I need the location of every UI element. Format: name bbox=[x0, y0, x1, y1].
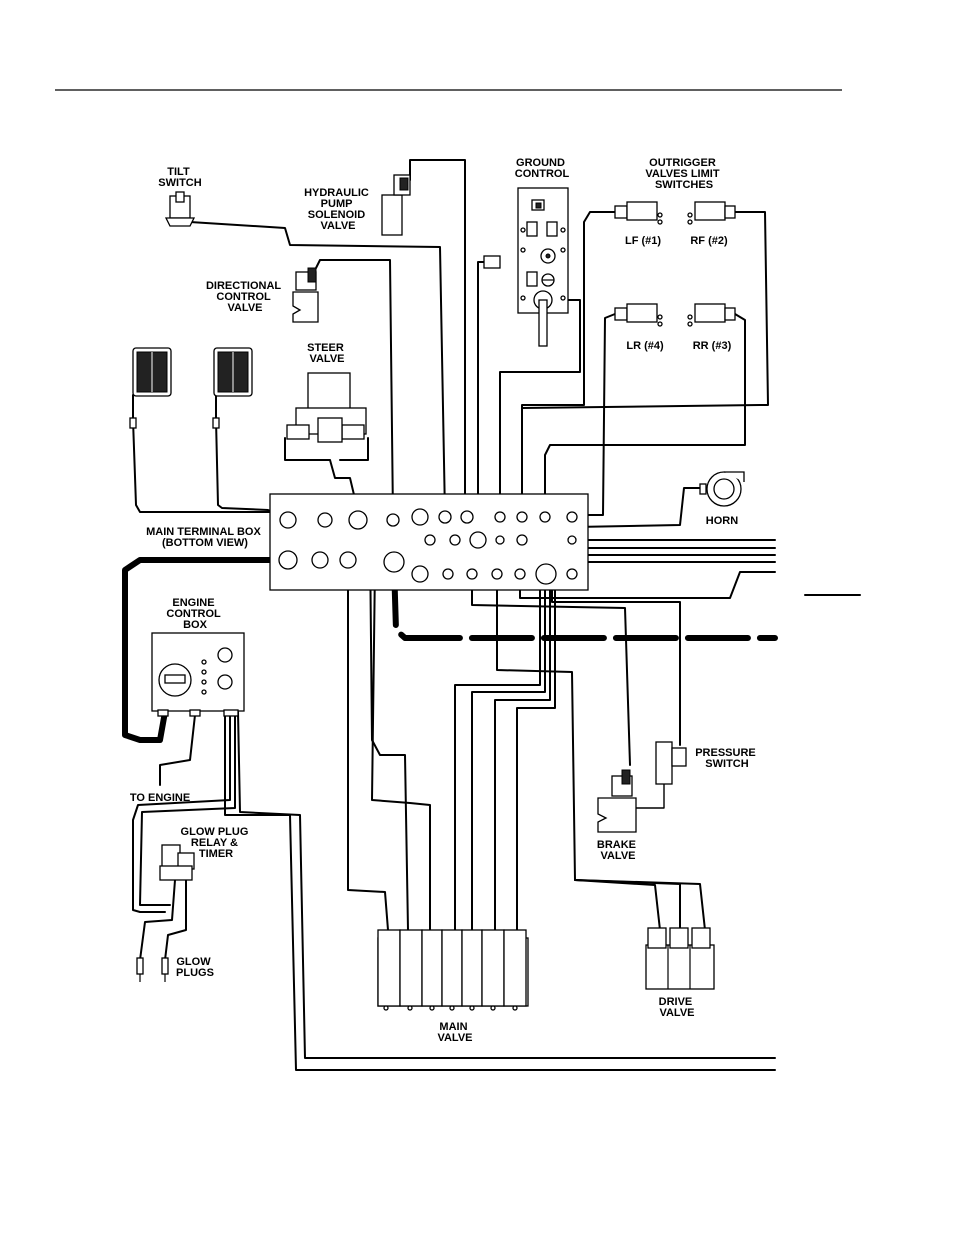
main-valve bbox=[377, 929, 529, 1011]
glow-plugs bbox=[136, 957, 169, 982]
label-rr: RR (#3) bbox=[693, 340, 732, 352]
label-outrigger: OUTRIGGER VALVES LIMIT SWITCHES bbox=[645, 157, 722, 191]
limit-switch-lr bbox=[614, 303, 663, 327]
main-terminal-box bbox=[269, 493, 589, 591]
label-main-valve: MAIN VALVE bbox=[437, 1021, 472, 1044]
brake-valve bbox=[597, 769, 637, 833]
label-steer: STEER VALVE bbox=[307, 342, 347, 365]
label-engine-control: ENGINE CONTROL BOX bbox=[166, 597, 223, 631]
label-pressure-switch: PRESSURE SWITCH bbox=[695, 747, 759, 770]
glow-plug-relay bbox=[159, 844, 195, 881]
label-rf: RF (#2) bbox=[690, 235, 728, 247]
label-lf: LF (#1) bbox=[625, 235, 661, 247]
steer-valve bbox=[286, 372, 367, 443]
label-hydraulic-pump: HYDRAULIC PUMP SOLENOID VALVE bbox=[304, 187, 372, 232]
label-to-engine: TO ENGINE bbox=[130, 792, 190, 804]
limit-switch-lf bbox=[614, 201, 663, 225]
label-drive-valve: DRIVE VALVE bbox=[659, 996, 696, 1019]
drive-valve bbox=[645, 927, 715, 990]
limit-switch-rr bbox=[687, 303, 736, 327]
label-tilt-switch: TILT SWITCH bbox=[158, 166, 201, 189]
label-glow-plugs: GLOW PLUGS bbox=[176, 956, 214, 979]
horn bbox=[699, 471, 745, 507]
lamp-left bbox=[129, 347, 172, 429]
engine-control-box bbox=[151, 632, 245, 717]
hydraulic-pump-solenoid-valve bbox=[381, 174, 411, 236]
label-directional: DIRECTIONAL CONTROL VALVE bbox=[206, 280, 284, 314]
label-lr: LR (#4) bbox=[626, 340, 664, 352]
pressure-switch bbox=[635, 741, 687, 809]
lamp-right bbox=[212, 347, 253, 429]
tilt-switch bbox=[164, 191, 196, 227]
limit-switch-rf bbox=[687, 201, 736, 225]
ground-control-panel bbox=[517, 187, 569, 347]
ground-control-connector bbox=[483, 255, 501, 269]
label-brake-valve: BRAKE VALVE bbox=[597, 839, 639, 862]
labels: TILT SWITCH HYDRAULIC PUMP SOLENOID VALV… bbox=[130, 157, 759, 1044]
label-horn: HORN bbox=[706, 515, 738, 527]
directional-control-valve bbox=[292, 267, 319, 323]
label-main-terminal: MAIN TERMINAL BOX (BOTTOM VIEW) bbox=[146, 526, 264, 549]
label-glow-plug-relay: GLOW PLUG RELAY & TIMER bbox=[181, 826, 252, 860]
label-ground-control: GROUND CONTROL bbox=[515, 157, 570, 180]
